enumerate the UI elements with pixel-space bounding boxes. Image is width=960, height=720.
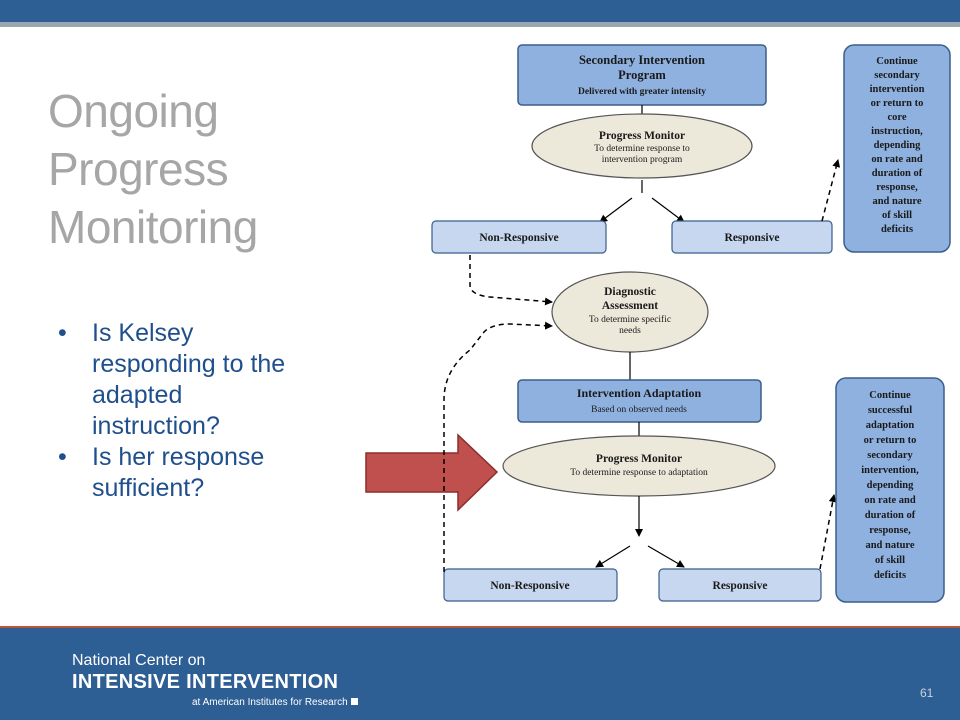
continue-1-line: core — [887, 112, 906, 123]
continue-adaptation-box: Continue successful adaptation or return… — [835, 377, 945, 603]
continue-secondary-box: Continue secondary intervention or retur… — [843, 44, 951, 253]
square-logo-icon — [350, 698, 358, 705]
continue-2-line: deficits — [874, 570, 906, 581]
continue-1-line: deficits — [881, 224, 913, 235]
non-responsive-1-box: Non-Responsive — [431, 220, 607, 254]
header-accent-bar — [0, 22, 960, 27]
diagnostic-subtitle: needs — [619, 326, 641, 336]
continue-1-line: depending — [874, 140, 921, 151]
bullet-list: Is Kelsey responding to the adapted inst… — [58, 318, 308, 504]
secondary-intervention-subtitle: Delivered with greater intensity — [578, 87, 706, 97]
secondary-intervention-title: Program — [618, 68, 666, 82]
bullet-item: Is her response sufficient? — [58, 442, 308, 504]
continue-2-line: adaptation — [866, 420, 915, 431]
continue-2-line: Continue — [869, 390, 911, 401]
slide-title-line: Ongoing — [48, 85, 219, 137]
progress-monitor-1-subtitle: To determine response to — [594, 144, 690, 154]
org-name-line3: at American Institutes for Research — [192, 697, 358, 708]
intervention-adaptation-title: Intervention Adaptation — [577, 386, 702, 400]
continue-1-line: Continue — [876, 56, 918, 67]
progress-monitor-1-subtitle: intervention program — [602, 155, 683, 165]
slide-title: Ongoing Progress Monitoring — [48, 82, 348, 256]
continue-1-line: secondary — [874, 70, 920, 81]
continue-2-line: or return to — [864, 435, 917, 446]
progress-monitor-1-ellipse: Progress Monitor To determine response t… — [531, 113, 753, 179]
non-responsive-2-label: Non-Responsive — [490, 580, 569, 592]
secondary-intervention-box: Secondary Intervention Program Delivered… — [517, 44, 767, 106]
continue-1-line: and nature — [872, 196, 921, 207]
non-responsive-1-label: Non-Responsive — [479, 232, 558, 244]
diagnostic-title: Assessment — [602, 300, 658, 312]
continue-1-line: or return to — [871, 98, 924, 109]
secondary-intervention-title: Secondary Intervention — [579, 53, 705, 67]
continue-1-line: instruction, — [871, 126, 923, 137]
continue-1-line: on rate and — [871, 154, 922, 165]
continue-2-line: response, — [869, 525, 911, 536]
progress-monitor-2-title: Progress Monitor — [596, 453, 682, 465]
page-number: 61 — [920, 686, 934, 700]
footer-bar — [0, 628, 960, 720]
diagnostic-subtitle: To determine specific — [589, 314, 671, 325]
continue-1-line: duration of — [872, 168, 923, 179]
intervention-adaptation-box: Intervention Adaptation Based on observe… — [517, 379, 762, 423]
diagnostic-title: Diagnostic — [604, 286, 656, 298]
org-name-line1: National Center on — [72, 652, 206, 669]
continue-2-line: and nature — [865, 540, 914, 551]
progress-monitor-1-title: Progress Monitor — [599, 130, 685, 142]
responsive-2-label: Responsive — [713, 580, 768, 592]
continue-2-line: successful — [868, 405, 912, 416]
continue-2-line: intervention, — [861, 465, 919, 476]
responsive-1-box: Responsive — [671, 220, 833, 254]
intervention-adaptation-subtitle: Based on observed needs — [591, 405, 687, 415]
progress-monitor-2-subtitle: To determine response to adaptation — [570, 468, 708, 478]
continue-2-line: of skill — [875, 555, 905, 566]
continue-1-line: intervention — [870, 84, 925, 95]
org-name-line2: INTENSIVE INTERVENTION — [72, 671, 339, 693]
bullet-item: Is Kelsey responding to the adapted inst… — [58, 318, 308, 442]
responsive-2-box: Responsive — [658, 568, 822, 602]
org-affiliation-text: at American Institutes for Research — [192, 697, 348, 708]
responsive-1-label: Responsive — [725, 232, 780, 244]
continue-1-line: response, — [876, 182, 918, 193]
continue-1-line: of skill — [882, 210, 912, 221]
slide-title-line: Monitoring — [48, 201, 258, 253]
red-pointer-arrow-icon — [365, 433, 499, 512]
continue-2-line: secondary — [867, 450, 913, 461]
continue-2-line: duration of — [865, 510, 916, 521]
slide-title-line: Progress — [48, 143, 229, 195]
non-responsive-2-box: Non-Responsive — [443, 568, 618, 602]
header-bar — [0, 0, 960, 22]
continue-2-line: depending — [867, 480, 914, 491]
continue-2-line: on rate and — [864, 495, 915, 506]
progress-monitor-2-ellipse: Progress Monitor To determine response t… — [502, 435, 776, 497]
diagnostic-assessment-ellipse: Diagnostic Assessment To determine speci… — [551, 271, 709, 353]
